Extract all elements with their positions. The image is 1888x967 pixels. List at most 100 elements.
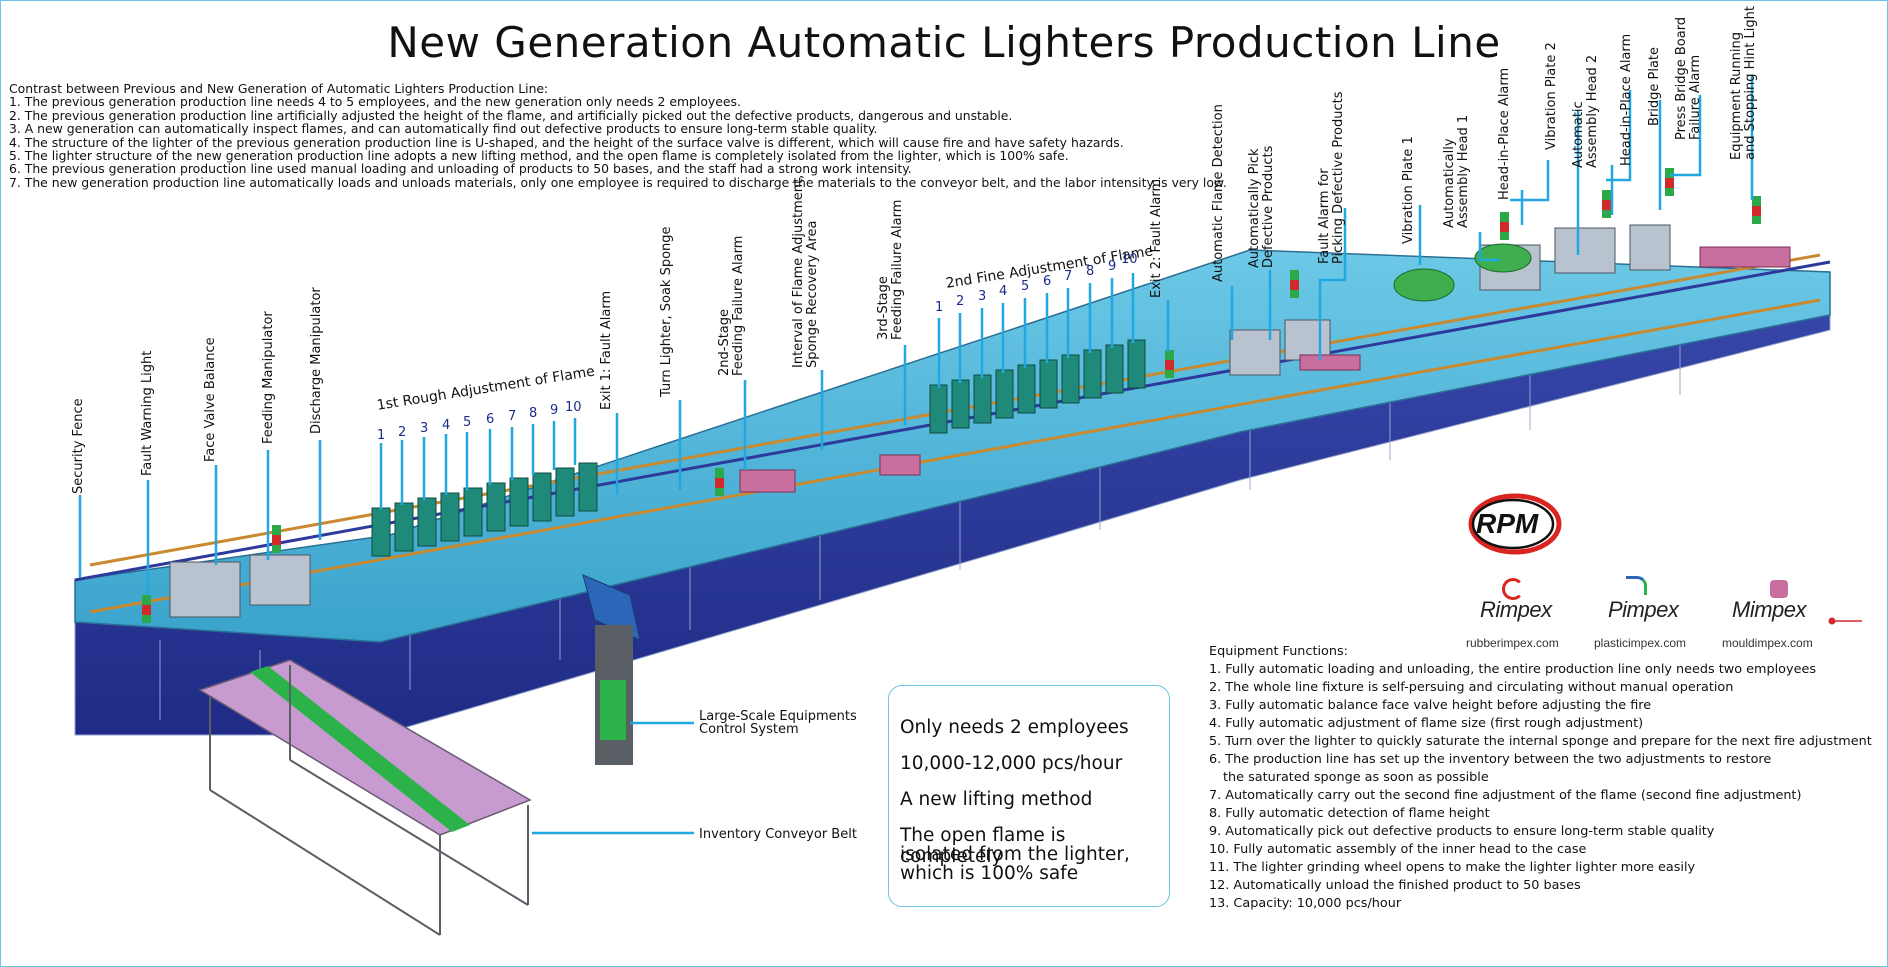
fine-number: 1 — [935, 300, 944, 315]
control-kiosk — [582, 574, 641, 765]
plastic-url: plasticimpex.com — [1594, 636, 1687, 650]
function-item: 7. Automatically carry out the second fi… — [1209, 788, 1802, 803]
fine-number: 6 — [1043, 274, 1052, 289]
label-head-alarm-1: Head-in-Place Alarm — [1497, 67, 1512, 200]
contrast-item: 1. The previous generation production li… — [9, 94, 741, 110]
label-equip-running-a: Equipment Running — [1729, 32, 1744, 160]
contrast-text: Contrast between Previous and New Genera… — [9, 82, 1227, 190]
label-auto-flame-detection: Automatic Flame Detection — [1211, 104, 1226, 282]
highlights-box: Only needs 2 employees 10,000-12,000 pcs… — [888, 685, 1170, 907]
function-item: 5. Turn over the lighter to quickly satu… — [1209, 734, 1872, 749]
label-stage2-b: Feeding Failure Alarm — [731, 235, 746, 376]
table-top — [74, 249, 1831, 643]
rough-number: 2 — [398, 425, 407, 440]
label-interval-b: Sponge Recovery Area — [805, 220, 820, 368]
inventory-conveyor — [198, 659, 532, 936]
sponge-trays — [739, 246, 1791, 493]
label-bridge-plate: Bridge Plate — [1647, 46, 1662, 126]
label-auto-head1-a: Automatically — [1442, 138, 1457, 228]
fine-number: 8 — [1086, 264, 1095, 279]
rough-adjustment-modules — [371, 462, 598, 557]
label-equip-running-b: and Stopping Hint Light — [1743, 6, 1758, 160]
function-item: 3. Fully automatic balance face valve he… — [1209, 698, 1652, 713]
function-item: 12. Automatically unload the finished pr… — [1209, 878, 1581, 893]
mould-url: mouldimpex.com — [1722, 636, 1813, 650]
function-item: 9. Automatically pick out defective prod… — [1209, 824, 1715, 839]
highlight-employees: Only needs 2 employees — [900, 717, 1129, 738]
label-discharge-manipulator: Discharge Manipulator — [309, 287, 324, 434]
fine-number: 10 — [1121, 252, 1138, 267]
rough-number: 1 — [377, 428, 386, 443]
function-item: 2. The whole line fixture is self-persui… — [1209, 680, 1734, 695]
loading-fixtures — [169, 224, 1671, 618]
highlight-lifting: A new lifting method — [900, 789, 1093, 810]
vibration-plate — [1393, 268, 1455, 302]
function-item: 4. Fully automatic adjustment of flame s… — [1209, 716, 1644, 731]
fine-number: 4 — [999, 284, 1008, 299]
label-turn-lighter: Turn Lighter, Soak Sponge — [659, 226, 674, 397]
function-item: 10. Fully automatic assembly of the inne… — [1209, 842, 1587, 857]
label-stage3-b: Feeding Failure Alarm — [890, 199, 905, 340]
function-item: 8. Fully automatic detection of flame he… — [1209, 806, 1490, 821]
label-face-valve-balance: Face Valve Balance — [203, 337, 218, 462]
contrast-item: 6. The previous generation production li… — [9, 161, 912, 177]
label-vibration-plate-2: Vibration Plate 2 — [1544, 42, 1559, 150]
page-title: New Generation Automatic Lighters Produc… — [387, 18, 1501, 67]
highlight-capacity: 10,000-12,000 pcs/hour — [900, 753, 1123, 774]
function-item: 13. Capacity: 10,000 pcs/hour — [1209, 896, 1402, 911]
function-item: 6. The production line has set up the in… — [1209, 752, 1772, 767]
rpm-logo — [1468, 493, 1562, 555]
rpm-logo-text: RPM — [1476, 508, 1539, 539]
label-auto-head2-a: Automatic — [1571, 101, 1586, 168]
rimpex-logo: Rimpex — [1480, 597, 1552, 622]
label-inventory-conveyor: Inventory Conveyor Belt — [699, 827, 857, 842]
label-fault-alarm-pick-a: Fault Alarm for — [1317, 168, 1332, 264]
label-vibration-plate-1: Vibration Plate 1 — [1401, 136, 1416, 244]
label-exit2: Exit 2: Fault Alarm — [1149, 178, 1164, 298]
warning-lights — [142, 168, 1761, 623]
label-exit1: Exit 1: Fault Alarm — [599, 290, 614, 410]
contrast-item: 4. The structure of the lighter of the p… — [9, 134, 1124, 150]
label-interval-a: Interval of Flame Adjustment, — [791, 174, 806, 368]
highlight-flame-1: The open flame is completely — [900, 825, 1066, 867]
label-fault-alarm-pick-b: Picking Defective Products — [1331, 91, 1346, 264]
label-security-fence: Security Fence — [71, 398, 86, 494]
label-press-bridge-b: Failure Alarm — [1688, 54, 1703, 140]
highlight-flame-3: which is 100% safe — [900, 863, 1079, 884]
label-press-bridge-a: Press Bridge Board — [1674, 16, 1689, 140]
contrast-item: 3. A new generation can automatically in… — [9, 121, 878, 137]
label-control-system: Large-Scale Equipments Control System — [699, 710, 857, 736]
highlight-flame-2: isolated from the lighter, — [900, 844, 1130, 865]
label-head-alarm-2: Head-in-Place Alarm — [1619, 33, 1634, 166]
rough-number: 9 — [550, 403, 559, 418]
rough-number: 5 — [463, 415, 472, 430]
contrast-item: 2. The previous generation production li… — [9, 107, 1013, 123]
fine-number: 3 — [978, 289, 987, 304]
fine-number: 2 — [956, 294, 965, 309]
pimpex-icon — [1626, 576, 1647, 595]
label-stage3-a: 3rd-Stage — [876, 276, 891, 340]
label-auto-pick-b: Defective Products — [1261, 145, 1276, 268]
function-item: the saturated sponge as soon as possible — [1223, 770, 1489, 785]
function-item: 1. Fully automatic loading and unloading… — [1209, 662, 1816, 677]
callout-lines — [78, 75, 1754, 835]
rimpex-icon — [1502, 578, 1524, 600]
label-control-a: Large-Scale Equipments — [699, 709, 857, 724]
rough-number: 7 — [508, 409, 517, 424]
contrast-item: 5. The lighter structure of the new gene… — [9, 148, 1069, 164]
fine-adjustment-modules — [929, 339, 1146, 434]
label-fault-warning-light: Fault Warning Light — [140, 350, 155, 476]
label-auto-head1-b: Assembly Head 1 — [1456, 114, 1471, 228]
function-item: 11. The lighter grinding wheel opens to … — [1209, 860, 1696, 875]
label-stage2-a: 2nd-Stage — [717, 308, 732, 376]
rubber-url: rubberimpex.com — [1466, 636, 1559, 650]
contrast-item: 7. The new generation production line au… — [9, 174, 1227, 190]
equipment-functions: Equipment Functions: 1. Fully automatic … — [1209, 643, 1872, 913]
fine-number: 7 — [1064, 269, 1073, 284]
label-auto-head2-b: Assembly Head 2 — [1585, 54, 1600, 168]
label-auto-pick-a: Automatically Pick — [1247, 148, 1262, 268]
rough-number: 8 — [529, 406, 538, 421]
rough-number: 3 — [420, 421, 429, 436]
mimpex-icon — [1770, 580, 1788, 598]
